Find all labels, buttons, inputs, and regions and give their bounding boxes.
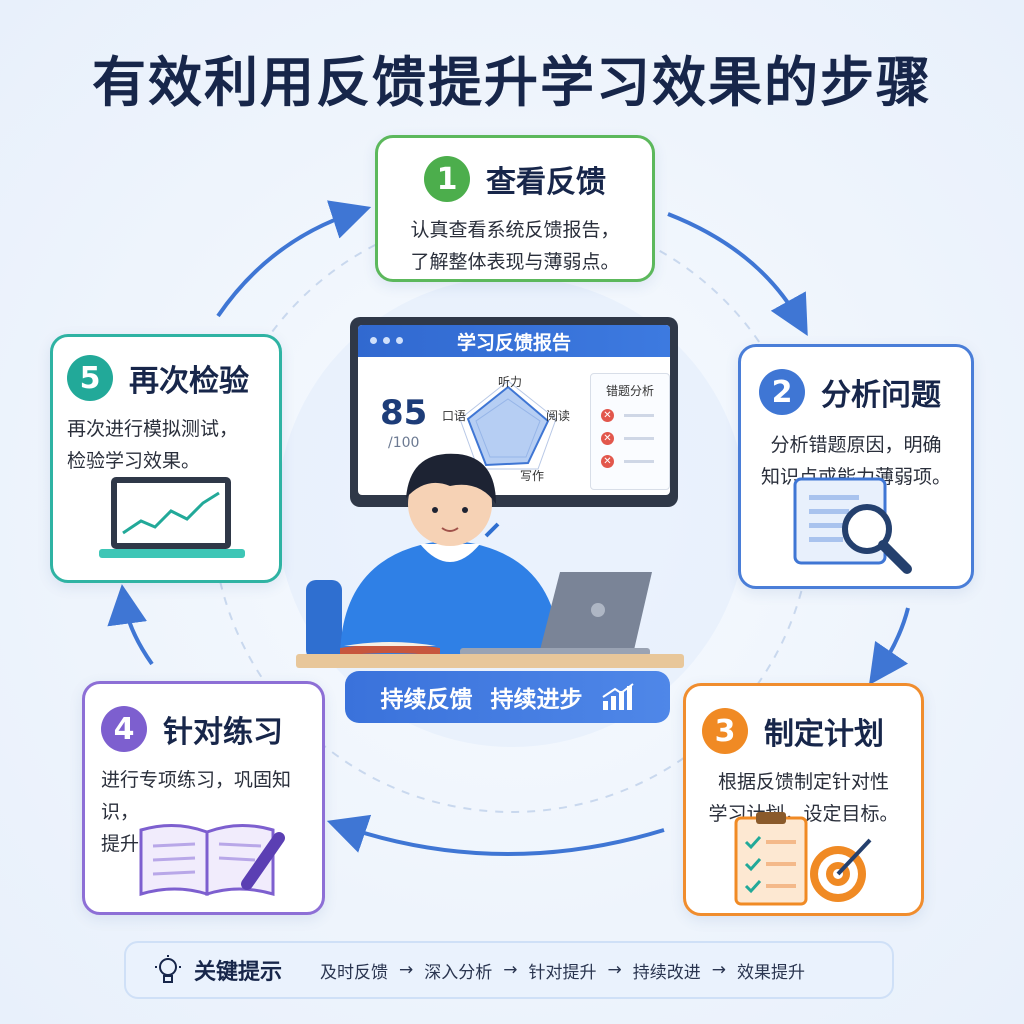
error-x-icon: ✕ [601, 432, 614, 445]
step-3-desc-line-1: 根据反馈制定针对性 [717, 771, 889, 793]
step-5-title: 再次检验 [129, 364, 249, 399]
step-1-title: 查看反馈 [486, 165, 606, 200]
error-analysis-title: 错题分析 [605, 384, 654, 398]
flow-item-5: 效果提升 [737, 962, 806, 983]
report-score: 85 [380, 393, 428, 433]
radar-label-speaking: 口语 [442, 409, 467, 423]
slogan-banner: 持续反馈 持续进步 [345, 671, 670, 723]
step-3-card: 3 制定计划 根据反馈制定针对性 学习计划，设定目标。 [683, 683, 924, 916]
step-4-card: 4 针对练习 进行专项练习，巩固知识， 提升薄弱能力。 [82, 681, 325, 915]
step-1-desc-line-1: 认真查看系统反馈报告， [410, 219, 620, 241]
flow-arrow-icon: → [503, 960, 518, 980]
step-4-number: 4 [101, 706, 147, 752]
step-2-title: 分析问题 [821, 378, 941, 413]
clipboard-target-icon [734, 812, 872, 906]
lightbulb-icon [155, 955, 181, 983]
step-5-desc-line-1: 再次进行模拟测试， [67, 418, 239, 440]
key-tip-flow: 及时反馈 → 深入分析 → 针对提升 → 持续改进 → 效果提升 [320, 958, 805, 983]
flow-arrow-icon: → [711, 960, 727, 980]
step-1-number: 1 [424, 156, 470, 202]
radar-label-reading: 阅读 [546, 409, 571, 423]
magnifier-document-icon [793, 477, 912, 574]
desk [296, 654, 684, 668]
page-title: 有效利用反馈提升学习效果的步骤 [92, 51, 932, 114]
step-5-card: 5 再次检验 再次进行模拟测试， 检验学习效果。 [50, 334, 282, 583]
arrow-5-to-1 [216, 200, 372, 318]
growth-bars-icon [601, 683, 634, 710]
student-with-laptop-illustration [306, 453, 652, 660]
arrow-4-to-5 [107, 584, 154, 666]
book-pencil-icon [139, 823, 285, 897]
arrow-1-to-2 [667, 212, 808, 336]
flow-arrow-icon: → [607, 960, 622, 980]
step-4-title: 针对练习 [163, 715, 283, 750]
step-3-title: 制定计划 [764, 717, 884, 752]
window-dots [370, 337, 403, 344]
step-3-number: 3 [702, 708, 748, 754]
flow-item-1: 及时反馈 [320, 962, 389, 983]
flow-arrow-icon: → [399, 960, 414, 980]
step-2-card: 2 分析问题 分析错题原因，明确 知识点或能力薄弱项。 [738, 344, 974, 589]
error-x-icon: ✕ [601, 409, 614, 422]
arrow-2-to-3 [868, 607, 910, 686]
report-score-suffix: /100 [388, 435, 420, 451]
flow-item-2: 深入分析 [424, 962, 493, 983]
radar-label-writing: 写作 [520, 469, 545, 483]
radar-chart-icon [459, 380, 557, 470]
step-2-desc-line-1: 分析错题原因，明确 [770, 434, 942, 456]
report-title: 学习反馈报告 [456, 331, 571, 354]
step-1-card: 1 查看反馈 认真查看系统反馈报告， 了解整体表现与薄弱点。 [375, 135, 655, 282]
error-x-icon: ✕ [601, 455, 614, 468]
step-1-desc-line-2: 了解整体表现与薄弱点。 [410, 251, 620, 273]
laptop-chart-icon [99, 477, 245, 558]
step-2-number: 2 [759, 369, 805, 415]
arrow-3-to-4 [326, 814, 665, 857]
key-tip-label: 关键提示 [194, 960, 283, 985]
step-5-number: 5 [67, 355, 113, 401]
slogan-right: 持续进步 [490, 687, 583, 713]
error-analysis-panel: 错题分析 ✕ ✕ ✕ [590, 373, 670, 490]
slogan-left: 持续反馈 [380, 687, 473, 713]
key-tip-bar: 关键提示 及时反馈 → 深入分析 → 针对提升 → 持续改进 → 效果提升 [124, 941, 894, 999]
flow-item-3: 针对提升 [528, 962, 597, 983]
radar-label-listening: 听力 [498, 375, 523, 389]
step-5-desc-line-2: 检验学习效果。 [67, 450, 201, 472]
step-4-desc-line-1: 进行专项练习，巩固知识， [101, 769, 292, 823]
flow-item-4: 持续改进 [632, 962, 701, 983]
feedback-report-monitor: 学习反馈报告 85 /100 听力 阅读 写作 口语 错题分析 ✕ ✕ ✕ [350, 317, 678, 507]
